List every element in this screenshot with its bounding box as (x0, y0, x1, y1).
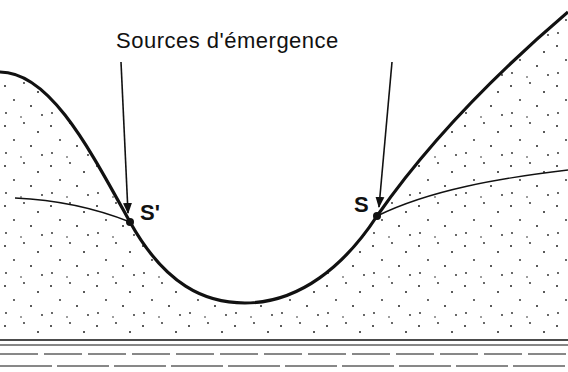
water-table (15, 198, 130, 222)
spring-point (126, 218, 134, 226)
leader-arrow (379, 62, 392, 207)
point-label: S' (140, 200, 160, 226)
point-label: S (354, 192, 369, 218)
impermeable-layer (0, 366, 568, 367)
impermeable-layer (0, 354, 568, 355)
spring-point (373, 212, 381, 220)
impermeable-layer (0, 339, 568, 341)
impermeable-layer (0, 344, 568, 345)
permeable-layer (0, 12, 568, 336)
ground-surface (0, 12, 568, 303)
water-table (377, 170, 568, 216)
leader-arrow (121, 62, 128, 213)
callout-text: Sources d'émergence (116, 28, 339, 54)
